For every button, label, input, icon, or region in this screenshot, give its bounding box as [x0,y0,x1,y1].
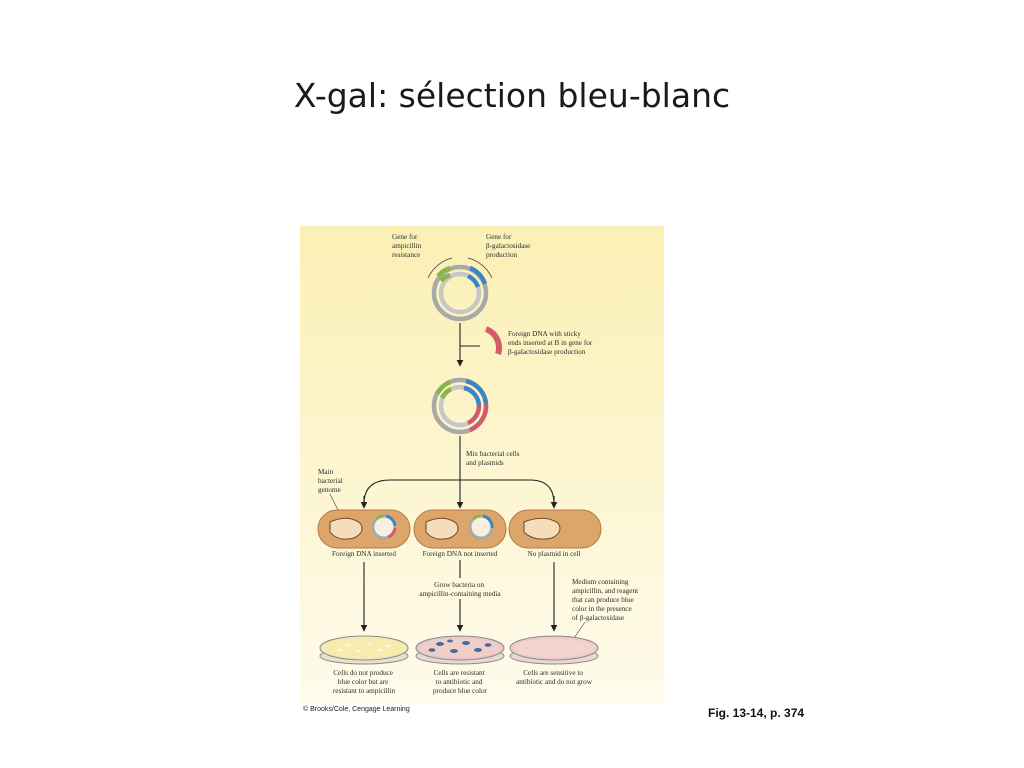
dish-middle [415,635,505,665]
dish-right [509,635,599,665]
figure-reference: Fig. 13-14, p. 374 [708,706,805,720]
amp-gene-label: Gene for ampicillin resistance [392,233,423,259]
cell-label-inserted: Foreign DNA inserted [332,550,396,558]
bgal-gene-label: Gene for β-galactosidase production [486,233,532,259]
figure-diagram: Gene for ampicillin resistance Gene for … [317,233,640,695]
figure-panel: Gene for ampicillin resistance Gene for … [300,226,664,704]
dish-left [319,635,409,665]
cell-foreign-not-inserted [413,509,507,549]
mix-label: Mix bacterial cells and plasmids [466,450,521,467]
medium-label: Medium containing ampicillin, and reagen… [572,578,640,622]
slide-title: X-gal: sélection bleu-blanc [293,76,731,115]
foreign-dna-fragment [484,326,502,355]
cell-foreign-inserted [317,509,411,549]
result-right: Cells are sensitive to antibiotic and do… [516,669,593,686]
result-left: Cells do not produce blue color but are … [333,669,396,695]
foreign-dna-label: Foreign DNA with sticky ends inserted at… [508,330,594,356]
plasmid-original [427,257,493,322]
result-middle: Cells are resistant to antibiotic and pr… [433,669,487,695]
main-genome-label: Main bacterial genome [318,468,345,494]
cell-label-no-plasmid: No plasmid in cell [528,550,581,558]
copyright-note: © Brooks/Cole, Cengage Learning [303,706,410,713]
cell-label-not-inserted: Foreign DNA not inserted [423,550,498,558]
cell-no-plasmid [508,509,602,549]
grow-label: Grow bacteria on ampicillin-containing m… [419,581,501,598]
plasmid-recombinant [431,377,489,435]
